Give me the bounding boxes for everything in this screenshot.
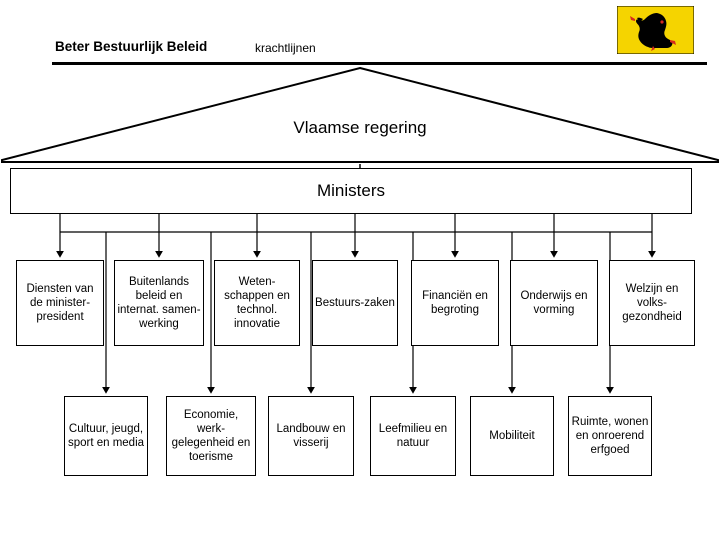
page-title: Beter Bestuurlijk Beleid <box>55 39 208 54</box>
policy-domain-label: Bestuurs-zaken <box>315 297 395 309</box>
policy-domain-label: Onderwijs en vorming <box>520 290 588 316</box>
policy-domain-box[interactable]: Buitenlands beleid en internat. samen-we… <box>114 260 204 346</box>
policy-domain-label: Landbouw en visserij <box>276 423 346 449</box>
ministers-box: Ministers <box>10 168 692 214</box>
policy-domain-box[interactable]: Ruimte, wonen en onroerend erfgoed <box>568 396 652 476</box>
policy-domain-label: Cultuur, jeugd, sport en media <box>67 423 145 449</box>
government-roof-shape <box>1 66 719 163</box>
policy-domain-label: Financiën en begroting <box>422 290 488 316</box>
policy-domain-box[interactable]: Financiën en begroting <box>411 260 499 346</box>
policy-domain-box[interactable]: Welzijn en volks-gezondheid <box>609 260 695 346</box>
flanders-lion-flag-icon <box>617 6 694 54</box>
roof-label: Vlaamse regering <box>293 118 427 137</box>
policy-domain-label: Ruimte, wonen en onroerend erfgoed <box>571 416 649 456</box>
policy-domain-label: Leefmilieu en natuur <box>378 423 448 449</box>
policy-domain-box[interactable]: Weten-schappen en technol. innovatie <box>214 260 300 346</box>
policy-domain-label: Diensten van de minister-president <box>26 283 94 323</box>
policy-domain-box[interactable]: Leefmilieu en natuur <box>370 396 456 476</box>
policy-domain-box[interactable]: Cultuur, jeugd, sport en media <box>64 396 148 476</box>
policy-domain-box[interactable]: Diensten van de minister-president <box>16 260 104 346</box>
policy-domain-box[interactable]: Economie, werk-gelegenheid en toerisme <box>166 396 256 476</box>
policy-domain-box[interactable]: Bestuurs-zaken <box>312 260 398 346</box>
policy-domain-label: Mobiliteit <box>489 430 535 442</box>
policy-domain-box[interactable]: Onderwijs en vorming <box>510 260 598 346</box>
ministers-label: Ministers <box>316 181 385 200</box>
policy-domain-label: Economie, werk-gelegenheid en toerisme <box>171 409 251 463</box>
header-divider <box>52 62 707 65</box>
policy-domain-label: Buitenlands beleid en internat. samen-we… <box>117 276 201 330</box>
page-subtitle: krachtlijnen <box>255 41 316 55</box>
policy-domain-label: Welzijn en volks-gezondheid <box>622 283 682 323</box>
policy-domain-box[interactable]: Mobiliteit <box>470 396 554 476</box>
policy-domain-box[interactable]: Landbouw en visserij <box>268 396 354 476</box>
policy-domain-label: Weten-schappen en technol. innovatie <box>224 276 290 330</box>
